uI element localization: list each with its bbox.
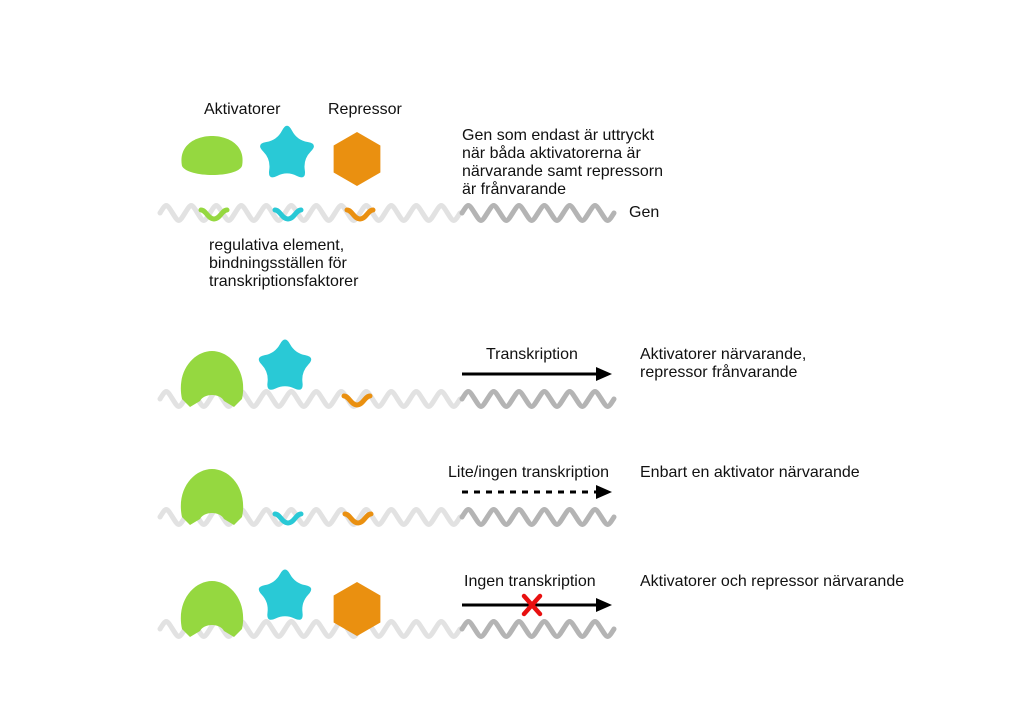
legend-site-repressor [344, 207, 376, 222]
scenario-3-arrow-label: Ingen transkription [464, 573, 596, 590]
scenario-1-bound-activator-1 [180, 351, 244, 407]
scenario-2-outcome: Enbart en aktivator närvarande [640, 464, 860, 481]
scenario-1-arrow-label: Transkription [486, 346, 578, 363]
gene-label: Gen [629, 204, 660, 221]
scenario-3-dna-strand [157, 619, 463, 639]
scenario-3-bound-activator-1 [180, 581, 244, 637]
legend-site-activator-1 [198, 207, 230, 222]
legend-dna-strand [157, 203, 463, 223]
legend-row [157, 125, 617, 223]
scenario-1-arrow-head [596, 367, 612, 381]
scenario-2-gene-strand [459, 507, 617, 527]
scenario-3-bound-activator-2 [258, 569, 312, 620]
scenario-1-site-repressor [341, 393, 373, 408]
scenario-2-dna-strand [157, 507, 463, 527]
scenario-1-bound-activator-2 [258, 339, 312, 390]
scenario-3-bound-repressor [333, 582, 381, 636]
regulatory-elements-label: regulativa element, bindningsställen för… [209, 237, 359, 290]
gene-description: Gen som endast är uttryckt när båda akti… [462, 127, 663, 198]
legend-site-activator-2 [272, 207, 304, 222]
activators-label: Aktivatorer [204, 101, 281, 118]
block-x-icon [521, 593, 543, 617]
legend-repressor-shape [333, 132, 381, 186]
legend-activator-2-shape [260, 125, 314, 178]
scenario-1-dna-strand [157, 389, 463, 409]
scenario-2-row [157, 469, 617, 527]
scenario-2-arrow-label: Lite/ingen transkription [448, 464, 609, 481]
scenario-2-arrow-head [596, 485, 612, 499]
legend-activator-1-shape [181, 136, 243, 175]
scenario-3-outcome: Aktivatorer och repressor närvarande [640, 573, 905, 590]
scenario-1-gene-strand [459, 389, 617, 409]
scenario-3-arrow-head [596, 598, 612, 612]
scenario-2-bound-activator-1 [180, 469, 244, 525]
scenario-1-row [157, 339, 617, 409]
scenario-3-row [157, 569, 617, 639]
scenario-2-site-activator-2 [272, 511, 304, 526]
scenario-3-gene-strand [459, 619, 617, 639]
scenario-1-outcome: Aktivatorer närvarande, repressor frånva… [640, 346, 807, 381]
repressor-label: Repressor [328, 101, 402, 118]
legend-gene-strand [459, 203, 617, 223]
scenario-2-site-repressor [342, 511, 374, 526]
